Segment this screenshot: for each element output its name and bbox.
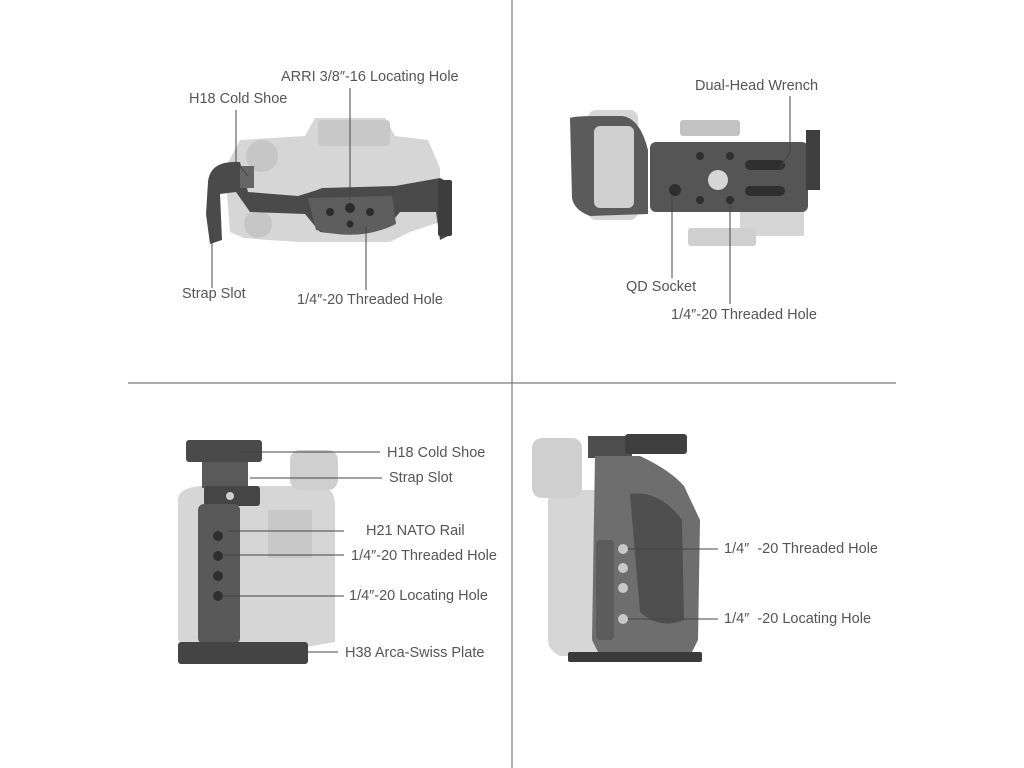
label-threaded-hole-side: 1/4″-20 Threaded Hole — [351, 548, 497, 564]
label-locating-hole-side: 1/4″-20 Locating Hole — [349, 588, 488, 604]
grip-view-illustration — [532, 434, 702, 662]
label-qd-socket: QD Socket — [626, 279, 697, 295]
side-view-illustration — [178, 440, 338, 664]
label-arri-locating-hole: ARRI 3/8″-16 Locating Hole — [281, 69, 459, 85]
label-h18-cold-shoe-side: H18 Cold Shoe — [387, 445, 486, 461]
top-view-leader-lines — [211, 88, 367, 290]
bottom-view-illustration — [570, 110, 820, 246]
top-view-illustration — [206, 118, 452, 244]
label-strap-slot-side: Strap Slot — [389, 470, 453, 486]
grip-view-leader-lines — [628, 548, 718, 620]
label-locating-hole-grip: 1/4″ -20 Locating Hole — [724, 611, 872, 627]
label-h38-arca-swiss-plate: H38 Arca-Swiss Plate — [345, 645, 485, 661]
label-threaded-hole-top: 1/4″-20 Threaded Hole — [297, 292, 443, 308]
bottom-view-leader-lines — [671, 96, 791, 304]
label-h21-nato-rail: H21 NATO Rail — [366, 523, 465, 539]
label-strap-slot-top: Strap Slot — [182, 286, 246, 302]
label-dual-head-wrench: Dual-Head Wrench — [695, 78, 819, 94]
label-threaded-hole-bottom-view: 1/4″-20 Threaded Hole — [671, 307, 817, 323]
label-threaded-hole-grip: 1/4″ -20 Threaded Hole — [724, 541, 878, 557]
side-view-leader-lines — [222, 451, 382, 653]
label-h18-cold-shoe-top: H18 Cold Shoe — [189, 91, 288, 107]
